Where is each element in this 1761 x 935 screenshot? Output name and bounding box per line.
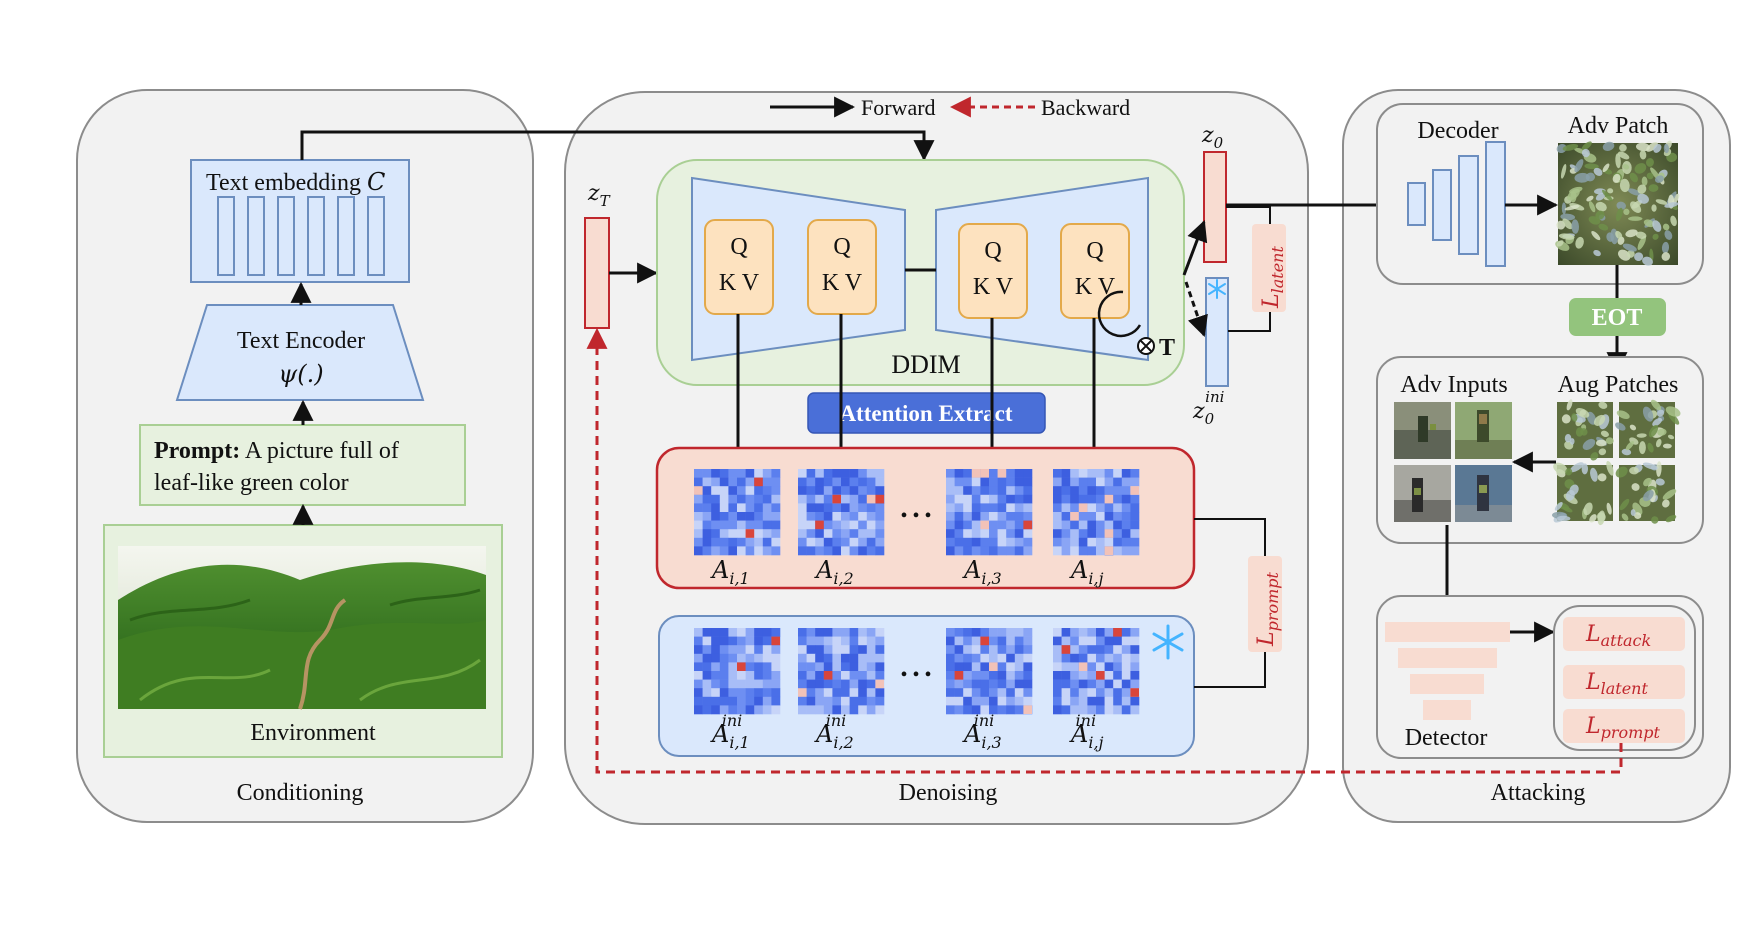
prompt-loss-item-box (1563, 709, 1685, 743)
z0-latent (1203, 151, 1227, 263)
aug-patch (1615, 399, 1681, 458)
attention-map-label: Ai,jini (1069, 711, 1104, 752)
decoder-block (1407, 141, 1506, 267)
svg-text:Q: Q (833, 234, 850, 260)
aug-patch (1551, 460, 1614, 526)
detector-block (1385, 622, 1510, 720)
attention-map-label: Ai,2ini (814, 711, 854, 752)
attention-map-label: Ai,1ini (710, 711, 750, 752)
attacking-section-label: Attacking (1491, 780, 1586, 806)
attention-map-label: Ai,3 (962, 556, 1002, 588)
latent-loss-item-box (1563, 665, 1685, 699)
detector-label: Detector (1405, 725, 1488, 751)
eot-block (1569, 298, 1666, 336)
adv-patch-image (1555, 140, 1680, 266)
text-encoder-block (175, 304, 425, 401)
prompt-line-2: leaf-like green color (154, 470, 349, 496)
svg-text:K V: K V (973, 274, 1014, 300)
conditioning-section-label: Conditioning (237, 780, 364, 806)
adv-input-photo (1455, 465, 1512, 522)
qkv-block: Q K V (704, 219, 774, 315)
attention-heatmap (1053, 628, 1140, 715)
svg-text:Q: Q (730, 234, 747, 260)
attack-loss-label: Lattack (1585, 622, 1651, 650)
svg-text:T: T (1159, 335, 1175, 361)
latent-loss-box (1252, 224, 1286, 312)
latent-loss-label: Llatent (1259, 246, 1287, 309)
prompt-loss-box (1248, 556, 1282, 652)
backward-legend-label: Backward (1041, 95, 1130, 120)
qkv-block: Q K V (1060, 223, 1130, 319)
initial-attention-maps-ellipsis: • • • (900, 664, 931, 686)
z0-ini-label: z0ini (1192, 388, 1225, 428)
text-encoder-symbol: ψ(.) (278, 360, 323, 388)
prompt-line-1: Prompt: A picture full of (154, 438, 399, 464)
loop-icon: T (1097, 290, 1175, 361)
svg-text:K V: K V (719, 270, 760, 296)
attention-heatmap (1053, 469, 1140, 556)
aug-patch (1615, 461, 1677, 524)
embedding-token (277, 196, 295, 276)
zT-latent (584, 217, 610, 329)
prompt-loss-item-label: Lprompt (1585, 714, 1661, 742)
zT-label: zT (587, 181, 611, 210)
frozen-snowflake-icon (1152, 624, 1184, 660)
attack-loss-box (1563, 617, 1685, 651)
svg-text:Q: Q (1086, 238, 1103, 264)
attention-map-label: Ai,1 (710, 556, 750, 588)
text-embedding-block: Text embedding C (190, 159, 410, 283)
attention-map-label: Ai,j (1069, 556, 1104, 588)
attention-heatmap (694, 469, 781, 556)
environment-image (118, 546, 486, 710)
frozen-snowflake-icon (1208, 279, 1226, 299)
attention-map-label: Ai,3ini (962, 711, 1002, 752)
forward-legend-label: Forward (861, 95, 936, 120)
latent-loss-item-label: Llatent (1585, 670, 1648, 698)
adv-patch-label: Adv Patch (1568, 113, 1669, 139)
attention-extract-button (807, 392, 1046, 434)
ddim-to-z0-arrow (1182, 220, 1208, 276)
aug-patches-grid (1551, 399, 1681, 526)
attention-heatmap (798, 628, 885, 715)
decoder-label: Decoder (1417, 118, 1498, 144)
adv-input-photo (1394, 402, 1451, 459)
attention-map-label: Ai,2 (814, 556, 854, 588)
attention-maps-row: Ai,1 Ai,2 Ai,3 Ai,j (694, 469, 1140, 588)
adv-input-photo (1394, 465, 1451, 522)
text-embedding-label: Text embedding C (206, 168, 385, 196)
aug-patch (1557, 399, 1614, 461)
embedding-token (367, 196, 385, 276)
embedding-token (247, 196, 265, 276)
ddim-label: DDIM (891, 350, 960, 379)
adv-input-photo (1455, 402, 1512, 459)
attention-maps-ellipsis: • • • (900, 505, 931, 527)
embedding-token (307, 196, 325, 276)
attention-heatmap (946, 469, 1033, 556)
prompt-loss-label: Lprompt (1254, 571, 1282, 647)
svg-text:K V: K V (822, 270, 863, 296)
backward-gradient-path (586, 327, 1623, 774)
svg-text:Q: Q (984, 238, 1001, 264)
eot-label: EOT (1592, 305, 1643, 331)
attention-extract-label: Attention Extract (839, 401, 1012, 426)
aug-patches-label: Aug Patches (1558, 372, 1679, 398)
adv-inputs-label: Adv Inputs (1400, 372, 1507, 398)
embedding-to-ddim-arrow (300, 130, 935, 162)
qkv-block: Q K V (807, 219, 877, 315)
z0-label: z0 (1201, 123, 1224, 152)
embedding-token (337, 196, 355, 276)
embedding-token (217, 196, 235, 276)
text-encoder-label: Text Encoder (237, 328, 365, 354)
initial-attention-maps-row: Ai,1ini Ai,2ini Ai,3ini Ai,jini (694, 628, 1140, 752)
environment-label: Environment (250, 720, 376, 746)
denoising-section-label: Denoising (899, 780, 998, 806)
attention-heatmap (946, 628, 1033, 715)
attention-heatmap (694, 628, 781, 715)
qkv-block: Q K V (958, 223, 1028, 319)
attention-heatmap (798, 469, 885, 556)
